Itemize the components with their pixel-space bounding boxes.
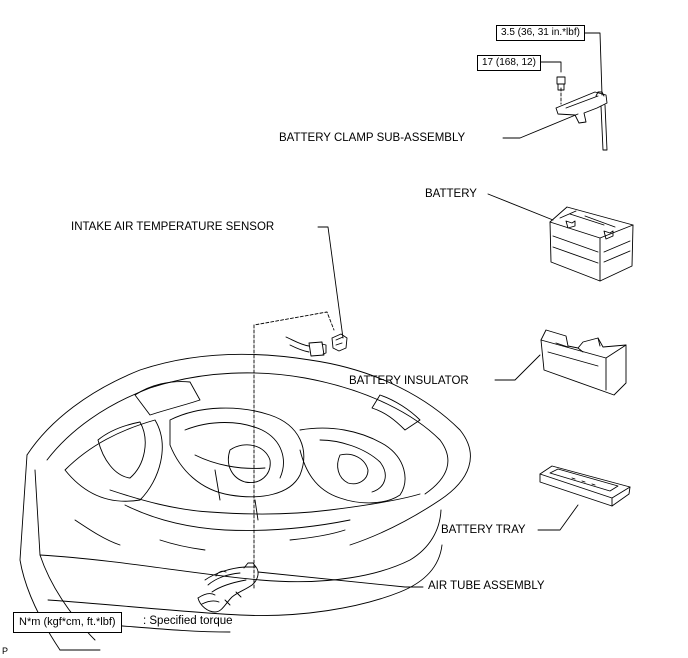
clamp-bolt-icon xyxy=(556,76,566,91)
label-battery-tray: BATTERY TRAY xyxy=(441,524,526,536)
leader-lines xyxy=(257,32,603,588)
battery xyxy=(549,206,634,282)
corner-mark: P xyxy=(2,646,9,656)
label-battery-insulator: BATTERY INSULATOR xyxy=(349,375,469,387)
label-battery-clamp: BATTERY CLAMP SUB-ASSEMBLY xyxy=(279,132,466,144)
air-tube-assembly xyxy=(197,562,259,613)
battery-insulator xyxy=(540,329,627,396)
battery-tray xyxy=(539,465,631,507)
intake-air-temperature-sensor xyxy=(285,333,348,357)
label-battery: BATTERY xyxy=(425,188,477,200)
label-air-tube-assembly: AIR TUBE ASSEMBLY xyxy=(428,580,545,592)
battery-clamp-sub-assembly xyxy=(555,91,608,151)
torque-box-clamp-nut: 3.5 (36, 31 in.*lbf) xyxy=(496,25,585,41)
vehicle-front xyxy=(19,353,471,651)
legend-unit-box: N*m (kgf*cm, ft.*lbf) xyxy=(13,612,122,633)
label-intake-air-temperature-sensor: INTAKE AIR TEMPERATURE SENSOR xyxy=(71,221,275,233)
legend-description: : Specified torque xyxy=(143,615,233,627)
dashed-guides xyxy=(253,87,562,589)
torque-box-clamp-bolt: 17 (168, 12) xyxy=(477,55,541,71)
